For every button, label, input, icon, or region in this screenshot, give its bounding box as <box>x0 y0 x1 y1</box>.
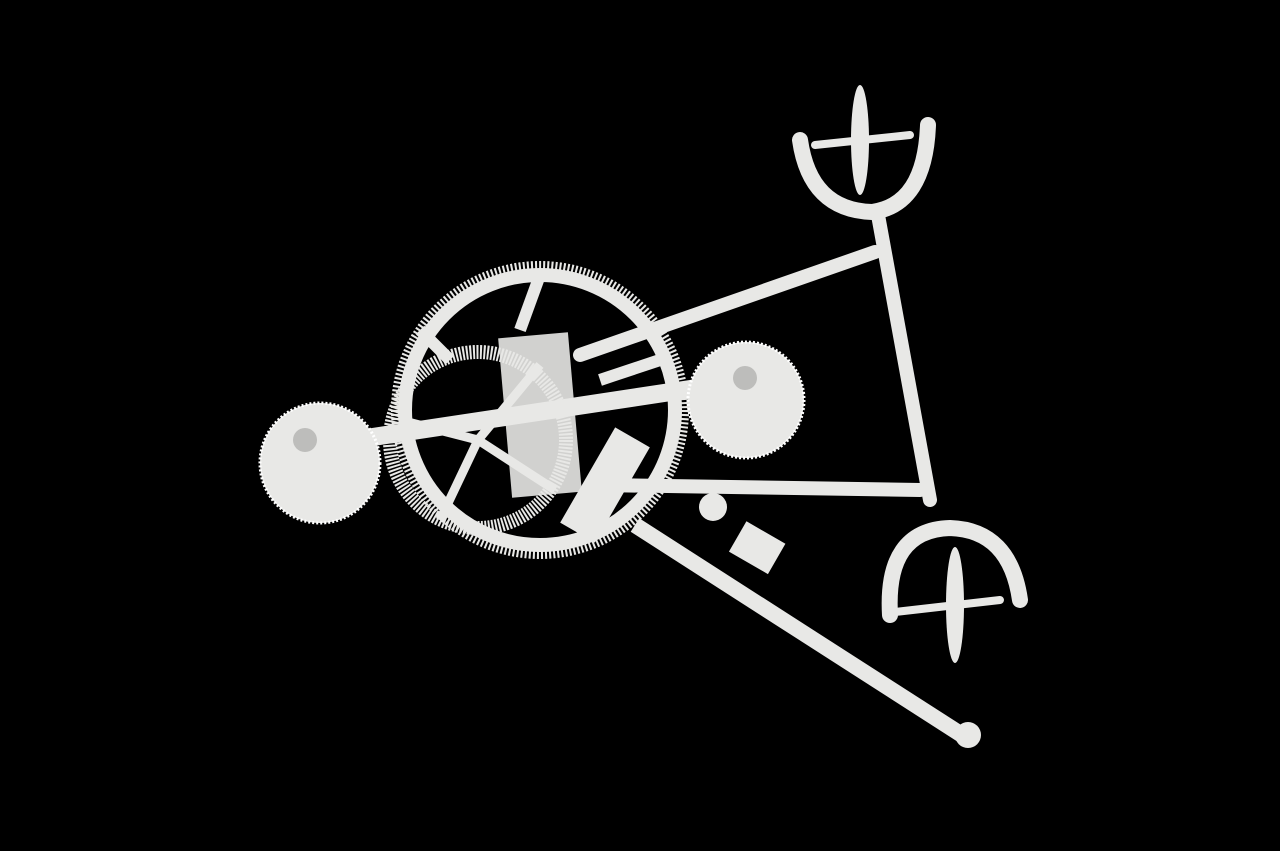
top-disc <box>851 85 869 195</box>
coupling <box>728 521 786 575</box>
large-gear <box>391 261 689 559</box>
carriage <box>498 332 582 498</box>
slide-block <box>560 427 650 543</box>
left-gear <box>258 401 382 525</box>
bottom-disc <box>946 547 964 663</box>
frame <box>573 117 1028 623</box>
hub-right <box>733 366 757 390</box>
governor-ball <box>699 493 727 521</box>
right-gear <box>686 340 806 460</box>
hub-left <box>293 428 317 452</box>
lever-ball <box>955 722 981 748</box>
lever <box>630 518 967 742</box>
